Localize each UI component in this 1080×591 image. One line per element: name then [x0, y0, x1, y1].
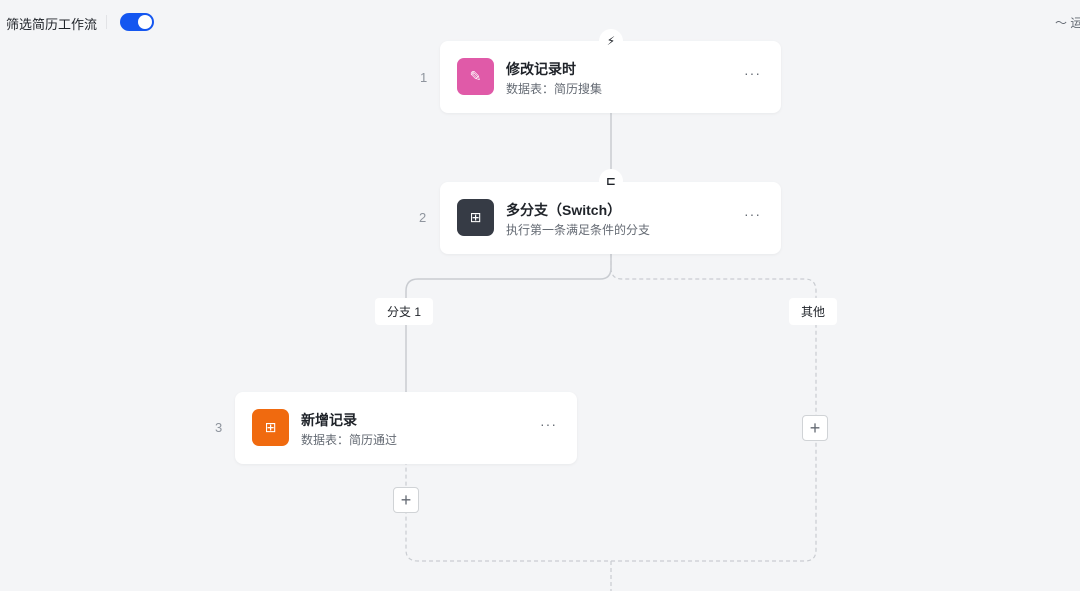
run-history-button[interactable]: 〜 运 [1055, 16, 1080, 30]
more-icon[interactable]: ··· [744, 206, 761, 222]
header-bar: 筛选简历工作流 〜 运 [0, 0, 1080, 44]
node-title: 修改记录时 [506, 61, 576, 77]
divider [106, 15, 107, 29]
enable-toggle[interactable] [120, 13, 154, 31]
pencil-icon: ✎ [457, 58, 494, 95]
step-number: 1 [420, 70, 428, 85]
branch-label-1[interactable]: 分支 1 [375, 298, 434, 325]
workflow-title[interactable]: 筛选简历工作流 [6, 17, 98, 32]
add-step-button[interactable]: + [393, 487, 419, 513]
add-record-icon: ⊞ [252, 409, 289, 446]
node-desc: 数据表：简历通过 [301, 433, 398, 447]
add-step-button-other[interactable]: + [802, 415, 828, 441]
node-desc: 执行第一条满足条件的分支 [506, 223, 651, 237]
node-switch[interactable]: ⊞ 多分支（Switch） 执行第一条满足条件的分支 ··· [440, 182, 781, 254]
more-icon[interactable]: ··· [744, 65, 761, 81]
trend-icon: 〜 [1055, 16, 1071, 30]
branch-label-other[interactable]: 其他 [789, 298, 838, 325]
more-icon[interactable]: ··· [540, 416, 557, 432]
node-title: 多分支（Switch） [506, 202, 622, 218]
step-number: 3 [215, 420, 223, 435]
node-desc: 数据表：简历搜集 [506, 82, 603, 96]
org-chart-icon: ⊞ [457, 199, 494, 236]
lightning-icon: ⚡ [599, 29, 623, 53]
node-add-record[interactable]: ⊞ 新增记录 数据表：简历通过 ··· [235, 392, 577, 464]
branch-icon: ⊏ [599, 169, 623, 193]
node-trigger[interactable]: ✎ 修改记录时 数据表：简历搜集 ··· [440, 41, 781, 113]
node-title: 新增记录 [301, 412, 357, 428]
step-number: 2 [419, 210, 427, 225]
